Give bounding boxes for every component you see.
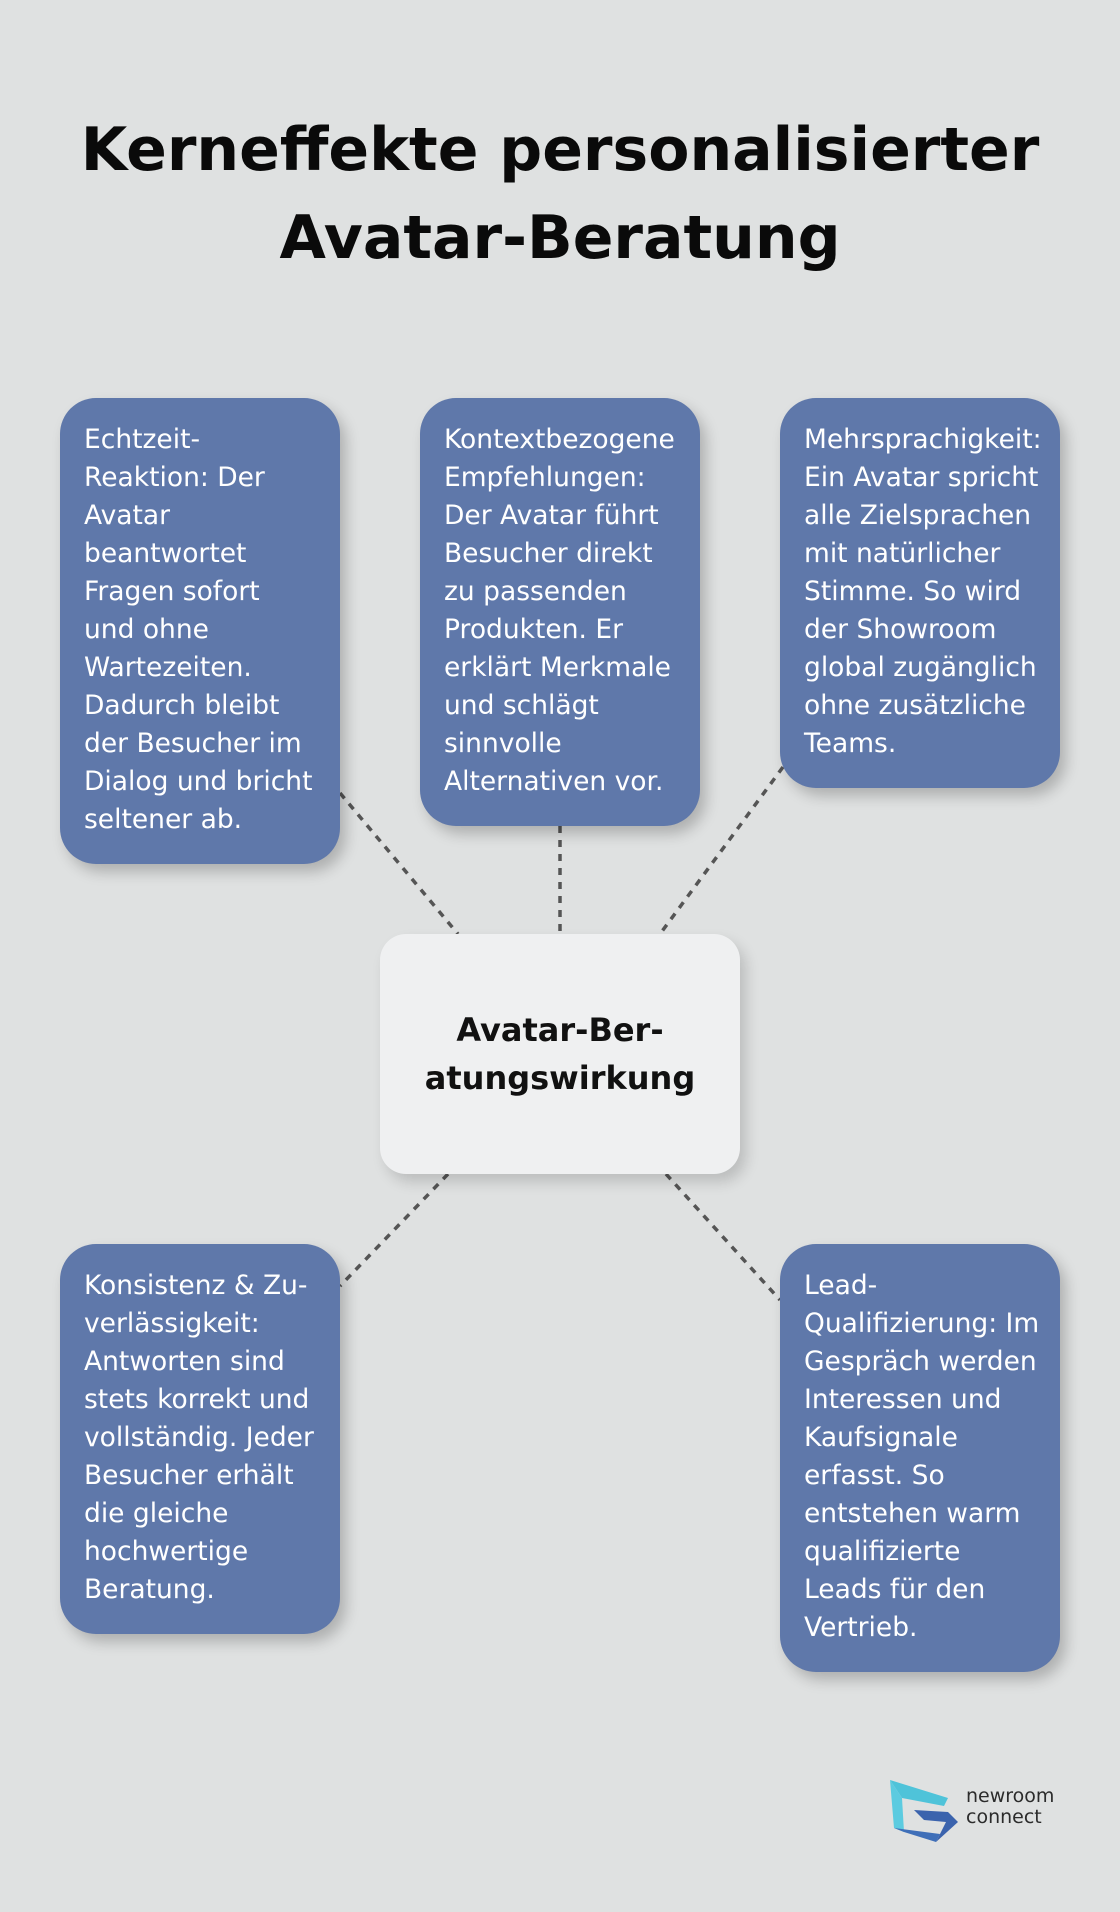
page-title: Kerneffekte personalisierter Avatar-Bera… [60,106,1060,282]
newroom-connect-logo: newroom connect [886,1774,1066,1846]
connector-line-3 [658,765,785,936]
logo-mark-icon [890,1780,958,1842]
card-kontextbezogene-empfehlungen: Kontextbezogene Empfehlungen: Der Avatar… [420,398,700,826]
card-text: Mehrsprachigkeit: Ein Avatar spricht all… [804,424,1042,759]
title-line-1: Kerneffekte personalisierter [80,115,1040,185]
card-text: Echtzeit- Reaktion: Der Avatar beantwort… [84,424,313,835]
center-label: Avatar-Ber- atungswirkung [424,1011,696,1097]
connector-line-4 [338,1172,450,1288]
logo-wordmark: newroom connect [966,1785,1055,1828]
card-lead-qualifizierung: Lead- Qualifizierung: Im Gespräch werden… [780,1244,1060,1672]
connector-line-5 [664,1172,782,1302]
card-mehrsprachigkeit: Mehrsprachigkeit: Ein Avatar spricht all… [780,398,1060,788]
card-text: Kontextbezogene Empfehlungen: Der Avatar… [444,424,675,797]
center-node: Avatar-Ber- atungswirkung [380,934,740,1174]
card-text: Konsistenz & Zu- verlässigkeit: Antworte… [84,1270,314,1605]
card-konsistenz-zuverlaessigkeit: Konsistenz & Zu- verlässigkeit: Antworte… [60,1244,340,1634]
card-echtzeit-reaktion: Echtzeit- Reaktion: Der Avatar beantwort… [60,398,340,864]
title-line-2: Avatar-Beratung [279,203,841,273]
connector-line-1 [338,791,460,936]
card-text: Lead- Qualifizierung: Im Gespräch werden… [804,1270,1040,1643]
